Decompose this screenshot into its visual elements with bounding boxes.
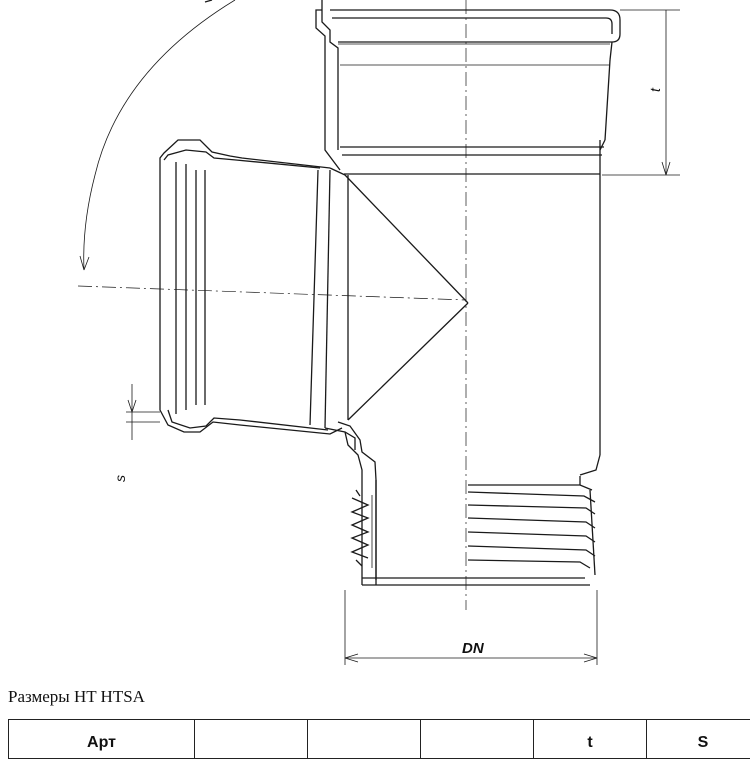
t-dimension: t — [602, 10, 680, 175]
header-cell-t: t — [534, 720, 647, 759]
branch-axis-centerline — [78, 286, 466, 300]
header-cell-s: S — [647, 720, 750, 759]
angle-dimension-arc — [80, 0, 235, 270]
dn-dimension: DN — [345, 590, 597, 665]
dimensions-caption: Размеры HT HTSA — [8, 687, 145, 707]
header-cell-2 — [195, 720, 308, 759]
main-body — [345, 175, 600, 475]
s-label: s — [112, 475, 128, 482]
top-socket — [316, 0, 620, 175]
t-label: t — [647, 87, 663, 92]
spigot-end — [352, 476, 595, 585]
tee-fitting-drawing: DN t s — [0, 0, 750, 690]
header-cell-art: Арт — [9, 720, 195, 759]
table-header-row: Арт t S — [9, 720, 750, 759]
s-dimension: s — [112, 384, 160, 482]
header-cell-4 — [421, 720, 534, 759]
dn-label: DN — [462, 640, 485, 657]
header-cell-3 — [308, 720, 421, 759]
dimensions-table: Арт t S — [8, 719, 750, 759]
branch-socket — [160, 140, 376, 580]
